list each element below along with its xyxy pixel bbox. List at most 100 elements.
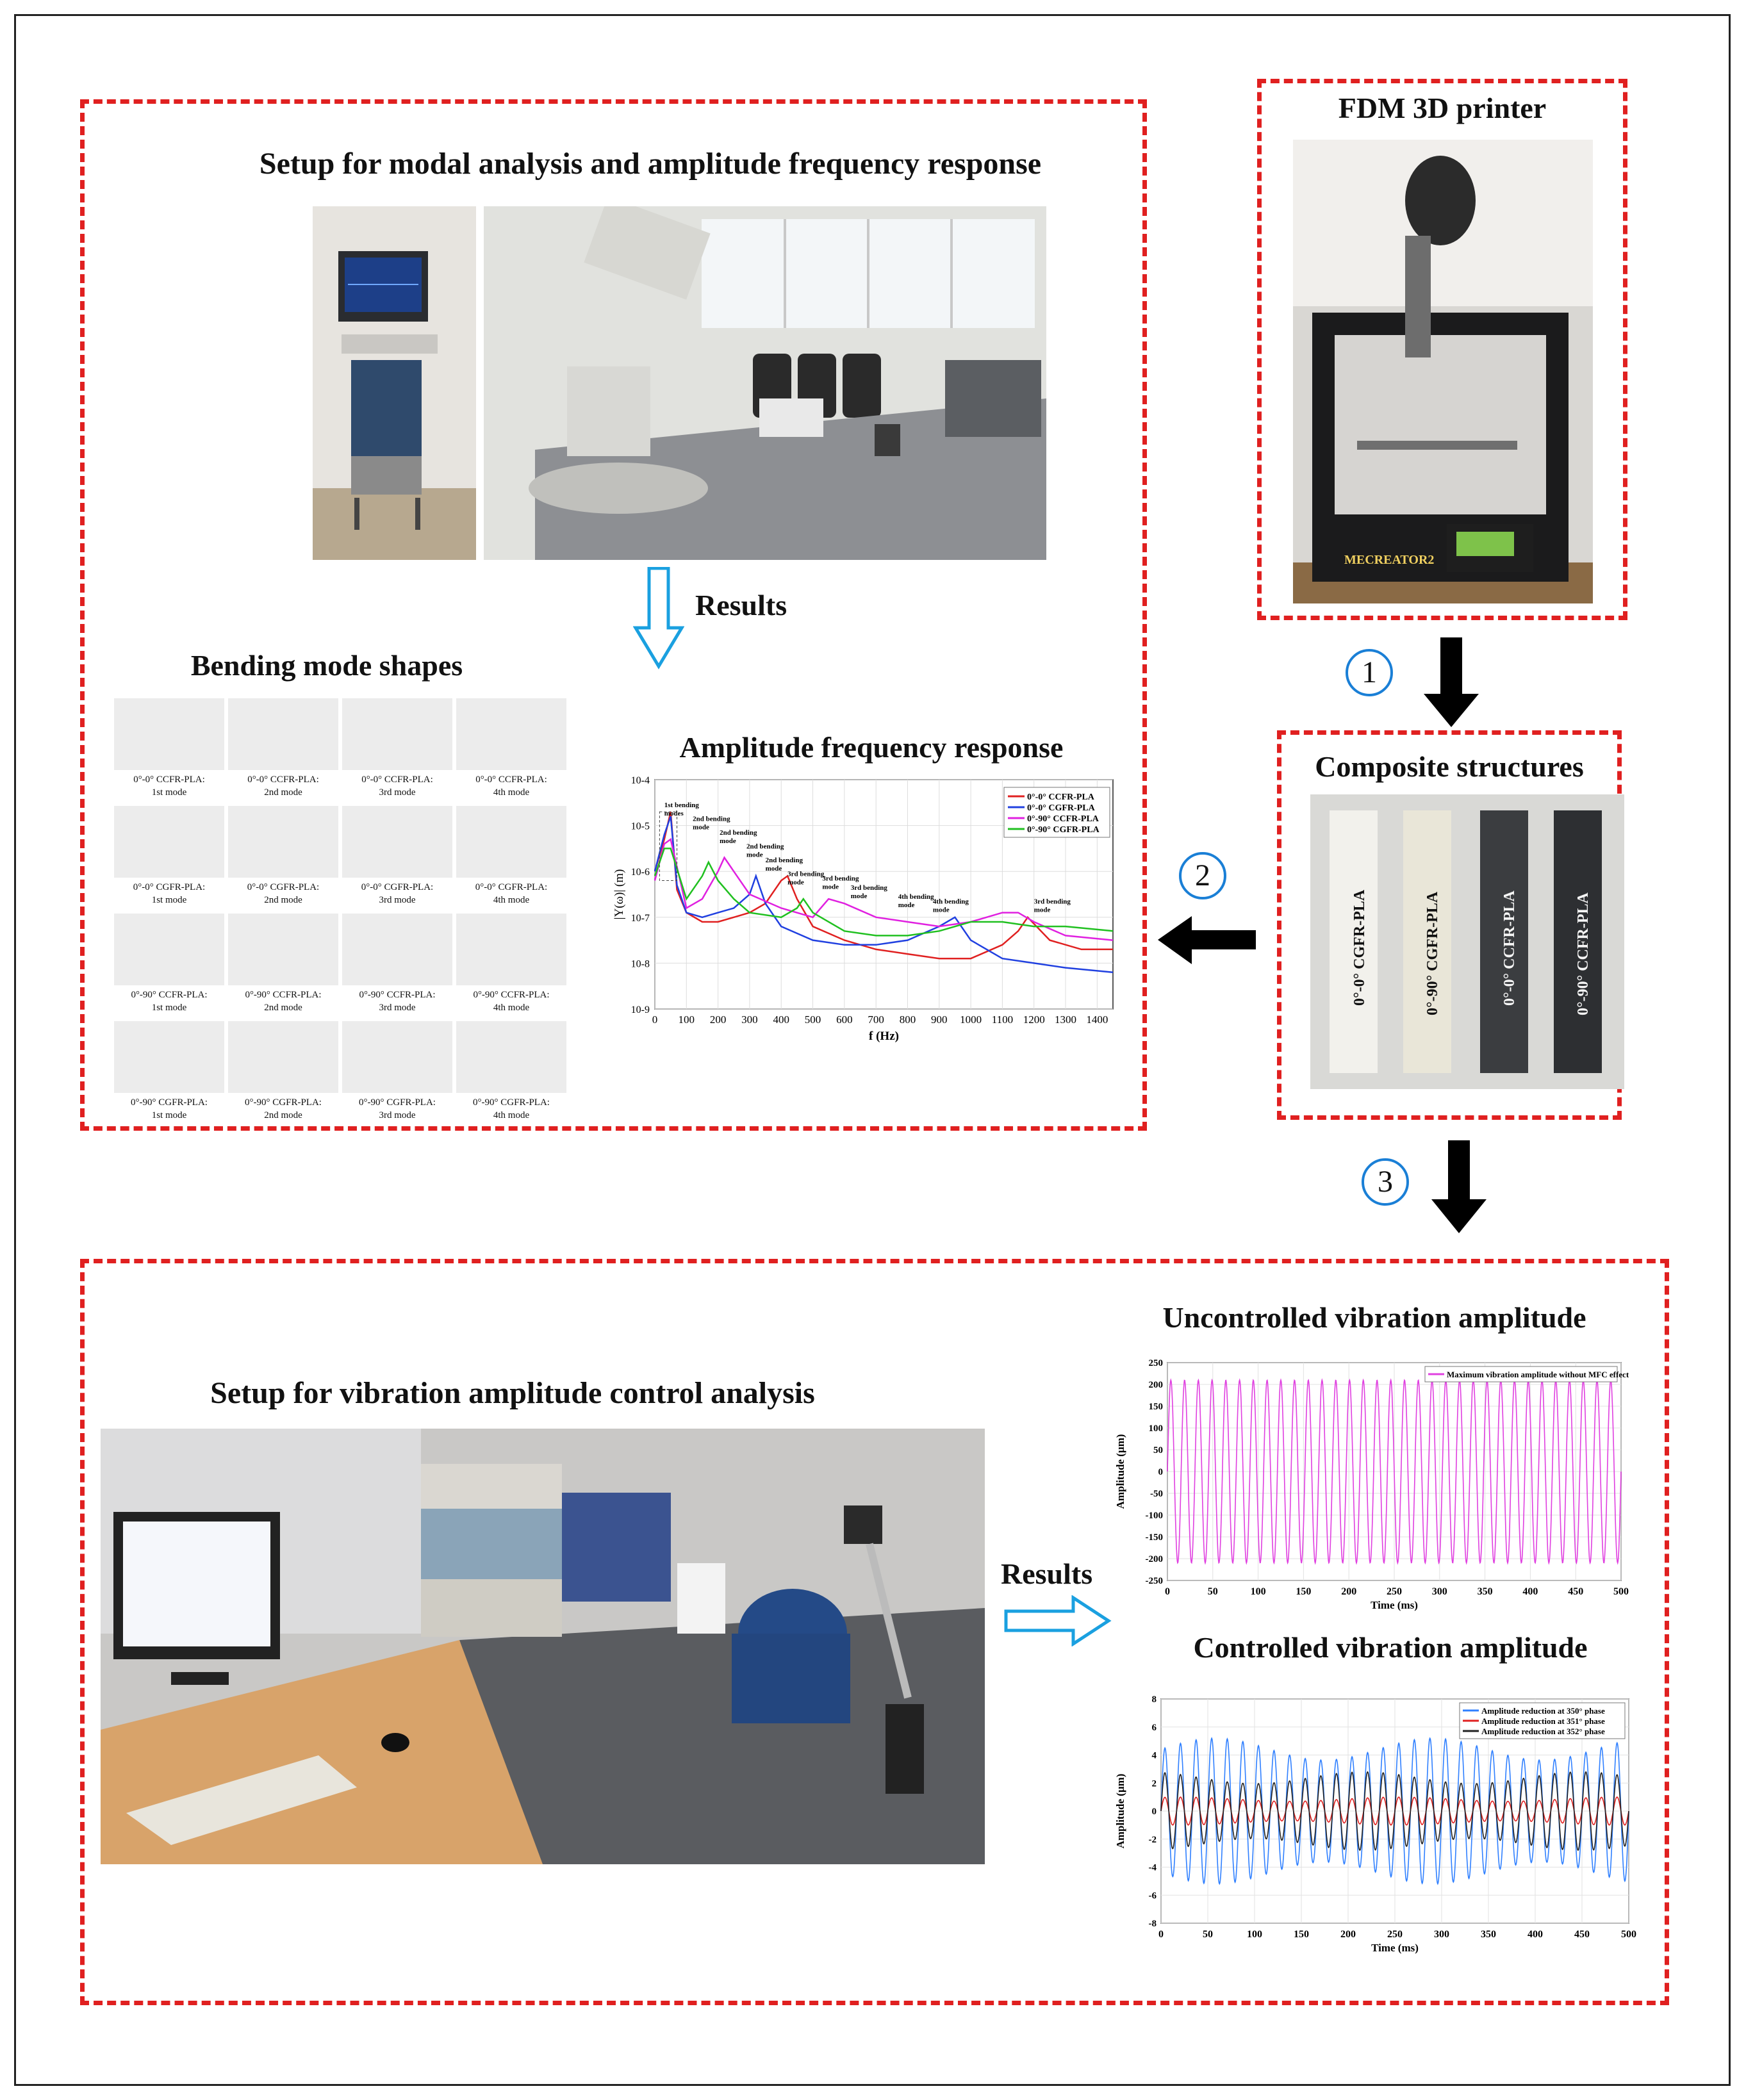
y-axis-label: Amplitude (μm): [1115, 1434, 1126, 1509]
mode-shape-image: [228, 698, 338, 770]
mode-caption: 0°-0° CCFR-PLA:: [475, 775, 547, 785]
mode-caption: 0°-0° CCFR-PLA:: [133, 775, 205, 785]
y-tick: 4: [1152, 1751, 1157, 1761]
x-tick: 450: [1574, 1929, 1590, 1940]
series-line: [1167, 1378, 1622, 1565]
mode-number: 1st mode: [151, 895, 187, 905]
legend-box: [1424, 1366, 1618, 1382]
x-tick: 450: [1568, 1586, 1583, 1597]
mode-caption: 0°-0° CGFR-PLA:: [475, 882, 548, 892]
printer-photo: MECREATOR2: [1293, 140, 1593, 603]
afr-y-label: |Y(ω)| (m): [613, 869, 626, 920]
afr-legend-label: 0°-0° CCFR-PLA: [1027, 792, 1095, 802]
y-tick: -200: [1146, 1554, 1164, 1564]
x-tick: 200: [1341, 1586, 1356, 1597]
mode-caption: 0°-90° CGFR-PLA:: [473, 1097, 550, 1108]
step-2-arrow: [1158, 916, 1256, 964]
mode-shape-image: [114, 1021, 224, 1093]
modal-setup-photo-left: [313, 206, 476, 560]
mode-number: 2nd mode: [264, 1003, 302, 1013]
x-tick: 400: [1522, 1586, 1538, 1597]
afr-x-label: f (Hz): [869, 1029, 899, 1043]
mode-number: 3rd mode: [379, 1110, 416, 1120]
x-tick: 350: [1481, 1929, 1496, 1940]
mode-shape-image: [456, 1021, 566, 1093]
afr-annotation: mode: [898, 901, 915, 909]
printer-brand-label: MECREATOR2: [1344, 553, 1434, 567]
y-tick: 0: [1158, 1467, 1164, 1477]
x-tick: 50: [1208, 1586, 1218, 1597]
afr-legend-label: 0°-0° CGFR-PLA: [1027, 803, 1096, 813]
mode-number: 3rd mode: [379, 787, 416, 798]
afr-y-tick: 10-7: [631, 913, 650, 924]
afr-series-line: [654, 837, 1114, 941]
x-tick: 150: [1296, 1586, 1311, 1597]
afr-x-tick: 300: [741, 1013, 758, 1026]
step-3-circle: 3: [1362, 1158, 1409, 1206]
afr-y-tick: 10-8: [631, 958, 650, 969]
mode-shape-image: [342, 1021, 452, 1093]
legend-label: Amplitude reduction at 352° phase: [1481, 1727, 1605, 1736]
modal-setup-photo-main: [484, 206, 1046, 560]
afr-annotation: 3rd bending: [822, 875, 859, 883]
afr-annotation: 2nd bending: [720, 829, 757, 837]
y-tick: 100: [1149, 1423, 1164, 1434]
afr-series-line: [654, 848, 1114, 937]
mode-shape-cell: 0°-0° CGFR-PLA:4th mode: [456, 806, 566, 912]
vibration-control-panel: [80, 1259, 1669, 2005]
x-tick: 250: [1387, 1586, 1402, 1597]
x-tick: 500: [1613, 1586, 1629, 1597]
afr-annotation: modes: [664, 810, 684, 817]
mode-shape-cell: 0°-90° CGFR-PLA: 4th mode: [456, 1021, 566, 1127]
y-tick: 200: [1149, 1380, 1164, 1390]
mode-number: 2nd mode: [264, 895, 302, 905]
mode-caption: 0°-0° CCFR-PLA:: [247, 775, 319, 785]
mode-caption: 0°-90° CCFR-PLA:: [131, 990, 208, 1000]
afr-y-tick: 10-6: [631, 867, 650, 878]
afr-annotation: 2nd bending: [693, 815, 730, 823]
composite-photo: 0°-0° CGFR-PLA 0°-90° CGFR-PLA 0°-0° CCF…: [1310, 794, 1624, 1089]
afr-annotation: mode: [787, 878, 804, 886]
mode-shape-cell: 0°-90° CCFR-PLA:1st mode: [114, 914, 224, 1019]
afr-annotation: 3rd bending: [787, 870, 825, 878]
mode-shape-cell: 0°-0° CCFR-PLA:3rd mode: [342, 698, 452, 804]
step-3-arrow: [1431, 1140, 1487, 1233]
afr-x-tick: 100: [679, 1013, 695, 1026]
afr-y-tick: 10-9: [631, 1005, 650, 1015]
mode-caption: 0°-0° CGFR-PLA:: [361, 882, 434, 892]
y-tick: -8: [1149, 1919, 1157, 1929]
y-tick: -150: [1146, 1532, 1164, 1543]
mode-number: 3rd mode: [379, 1003, 416, 1013]
mode-shape-cell: 0°-90° CCFR-PLA:3rd mode: [342, 914, 452, 1019]
afr-title: Amplitude frequency response: [679, 731, 1064, 764]
y-tick: 150: [1149, 1402, 1164, 1412]
results-arrow-right: [1004, 1595, 1112, 1646]
afr-x-tick: 1000: [960, 1013, 982, 1026]
vibration-setup-photo: [101, 1429, 985, 1864]
mode-shape-cell: 0°-0° CCFR-PLA:1st mode: [114, 698, 224, 804]
afr-x-tick: 1300: [1055, 1013, 1076, 1026]
legend-box: [1459, 1702, 1626, 1739]
mode-number: 4th mode: [493, 1110, 530, 1120]
x-axis-label: Time (ms): [1371, 1942, 1419, 1954]
mode-shape-image: [228, 806, 338, 878]
x-tick: 0: [1165, 1586, 1170, 1597]
x-tick: 100: [1247, 1929, 1262, 1940]
mode-shape-image: [228, 1021, 338, 1093]
x-tick: 500: [1621, 1929, 1636, 1940]
mode-caption: 0°-90° CCFR-PLA:: [245, 990, 322, 1000]
mode-shape-cell: 0°-0° CGFR-PLA:1st mode: [114, 806, 224, 912]
afr-x-tick: 400: [773, 1013, 789, 1026]
x-tick: 300: [1432, 1586, 1447, 1597]
mode-shape-cell: 0°-90° CCFR-PLA:4th mode: [456, 914, 566, 1019]
y-tick: 8: [1152, 1694, 1157, 1705]
y-tick: 0: [1152, 1807, 1157, 1817]
afr-y-tick: 10-4: [631, 775, 650, 786]
outer-frame: [14, 14, 1731, 2086]
mode-shape-image: [456, 698, 566, 770]
afr-x-tick: 500: [805, 1013, 821, 1026]
y-tick: 6: [1152, 1723, 1157, 1733]
